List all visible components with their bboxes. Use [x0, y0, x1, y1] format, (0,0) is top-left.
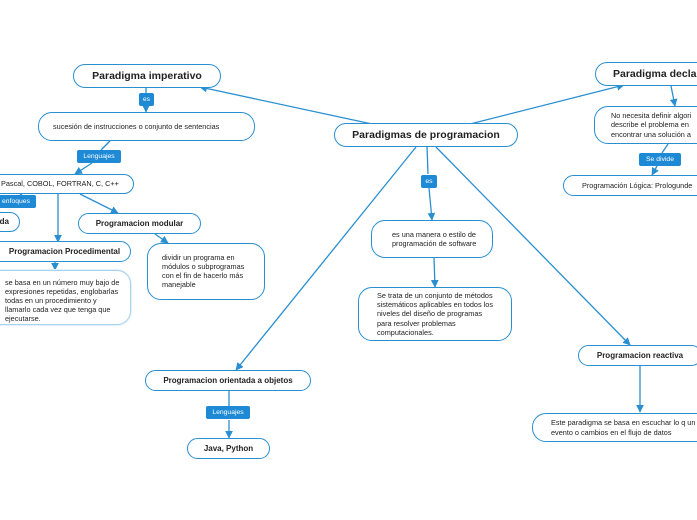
node-programacion-modular[interactable]: Programacion modular: [78, 213, 201, 234]
node-programacion-orientada-objetos[interactable]: Programacion orientada a objetos: [145, 370, 311, 391]
node-declarativo-descripcion[interactable]: No necesita definir algori describe el p…: [594, 106, 697, 144]
edge-root-objetos: [235, 146, 417, 371]
edge-sucesion-lenguajes: [100, 140, 111, 151]
node-sucesion-instrucciones[interactable]: sucesión de instrucciones o conjunto de …: [38, 112, 255, 141]
edge-declarativo-desc: [669, 85, 678, 107]
node-lenguajes-imperativos[interactable]: Pascal, COBOL, FORTRAN, C, C++: [0, 174, 134, 194]
tag-enfoques[interactable]: enfoques: [0, 195, 36, 208]
tag-es-imperativo[interactable]: es: [139, 93, 154, 106]
node-programacion-reactiva[interactable]: Programacion reactiva: [578, 345, 697, 366]
edge-root-reactiva: [435, 146, 631, 346]
node-paradigma-imperativo[interactable]: Paradigma imperativo: [73, 64, 221, 88]
tag-lenguajes-imperativo[interactable]: Lenguajes: [77, 150, 121, 163]
node-programacion-logica[interactable]: Programación Lógica: Prologunde: [563, 175, 697, 196]
node-procedimental-descripcion[interactable]: se basa en un número muy bajo de expresi…: [0, 270, 131, 325]
edge-lenguajes-list: [74, 162, 93, 175]
edge-root-declarativo: [469, 82, 625, 125]
node-paradigma-declarativo[interactable]: Paradigma decla: [595, 62, 697, 86]
tag-se-divide[interactable]: Se divide: [639, 153, 681, 166]
edge-list-enfoques: [19, 193, 23, 196]
node-paradigmas-de-programacion[interactable]: Paradigmas de programacion: [334, 123, 518, 147]
node-java-python[interactable]: Java, Python: [187, 438, 270, 459]
edge-sedivide-logica: [651, 165, 659, 176]
edge-list-modular: [79, 193, 119, 214]
edge-decl-sedivide: [661, 143, 669, 154]
edge-es2-def: [427, 187, 436, 221]
node-enfoque-cut-off[interactable]: da: [0, 212, 20, 232]
edge-root-es2: [426, 145, 429, 175]
node-definicion-descripcion[interactable]: Se trata de un conjunto de métodos siste…: [358, 287, 512, 341]
tag-lenguajes-objetos[interactable]: Lenguajes: [206, 406, 250, 419]
node-reactiva-descripcion[interactable]: Este paradigma se basa en escuchar lo q …: [532, 413, 697, 442]
edge-def-desc: [430, 257, 439, 288]
edge-root-imperativo: [199, 84, 373, 125]
node-definicion[interactable]: es una manera o estilo de programación d…: [371, 220, 493, 258]
tag-es-definicion[interactable]: es: [421, 175, 437, 188]
edge-modular-desc: [154, 233, 169, 244]
node-modular-descripcion[interactable]: dividir un programa en módulos o subprog…: [147, 243, 265, 300]
node-programacion-procedimental[interactable]: Programacion Procedimental: [0, 241, 131, 262]
